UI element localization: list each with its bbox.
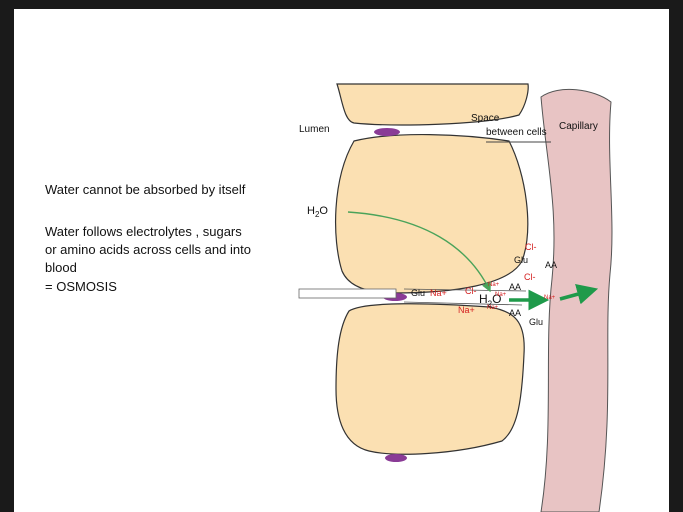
glu-label-space-low: Glu: [529, 317, 543, 327]
na-label-channel-low: Na+: [458, 305, 475, 315]
epithelial-cell-top: [337, 84, 528, 125]
glu-label-space: Glu: [514, 255, 528, 265]
osmosis-diagram: [14, 9, 669, 512]
text-line-5: = OSMOSIS: [45, 279, 117, 295]
aa-label-space-2: AA: [509, 308, 521, 318]
text-line-4: blood: [45, 260, 77, 276]
na-small-3: Na+: [487, 305, 498, 311]
glu-label-channel: Glu: [411, 288, 425, 298]
text-line-1: Water cannot be absorbed by itself: [45, 182, 245, 198]
space-label-line-2: between cells: [486, 127, 547, 139]
na-small-4: Na+: [544, 295, 555, 301]
na-label-channel: Na+: [430, 288, 447, 298]
capillary-label: Capillary: [559, 121, 598, 133]
water-label-start: H2O: [307, 205, 328, 221]
aa-label-capillary: AA: [545, 260, 557, 270]
cl-label-space-2: Cl-: [524, 272, 536, 282]
slide: Water cannot be absorbed by itself Water…: [14, 9, 669, 512]
cl-label-channel: Cl-: [465, 286, 477, 296]
na-small-2: Na+: [495, 292, 506, 298]
space-label-line-1: Space: [471, 113, 499, 125]
tight-junction-top: [374, 128, 400, 136]
text-line-3: or amino acids across cells and into: [45, 242, 251, 258]
aa-label-space-1: AA: [509, 282, 521, 292]
junction-pointer-bar: [299, 289, 396, 298]
lumen-label: Lumen: [299, 124, 330, 136]
epithelial-cell-bottom: [336, 304, 524, 454]
text-line-2: Water follows electrolytes , sugars: [45, 224, 242, 240]
na-small-1: Na+: [488, 282, 499, 288]
cl-label-space-1: Cl-: [525, 242, 537, 252]
tight-junction-bottom: [385, 454, 407, 462]
